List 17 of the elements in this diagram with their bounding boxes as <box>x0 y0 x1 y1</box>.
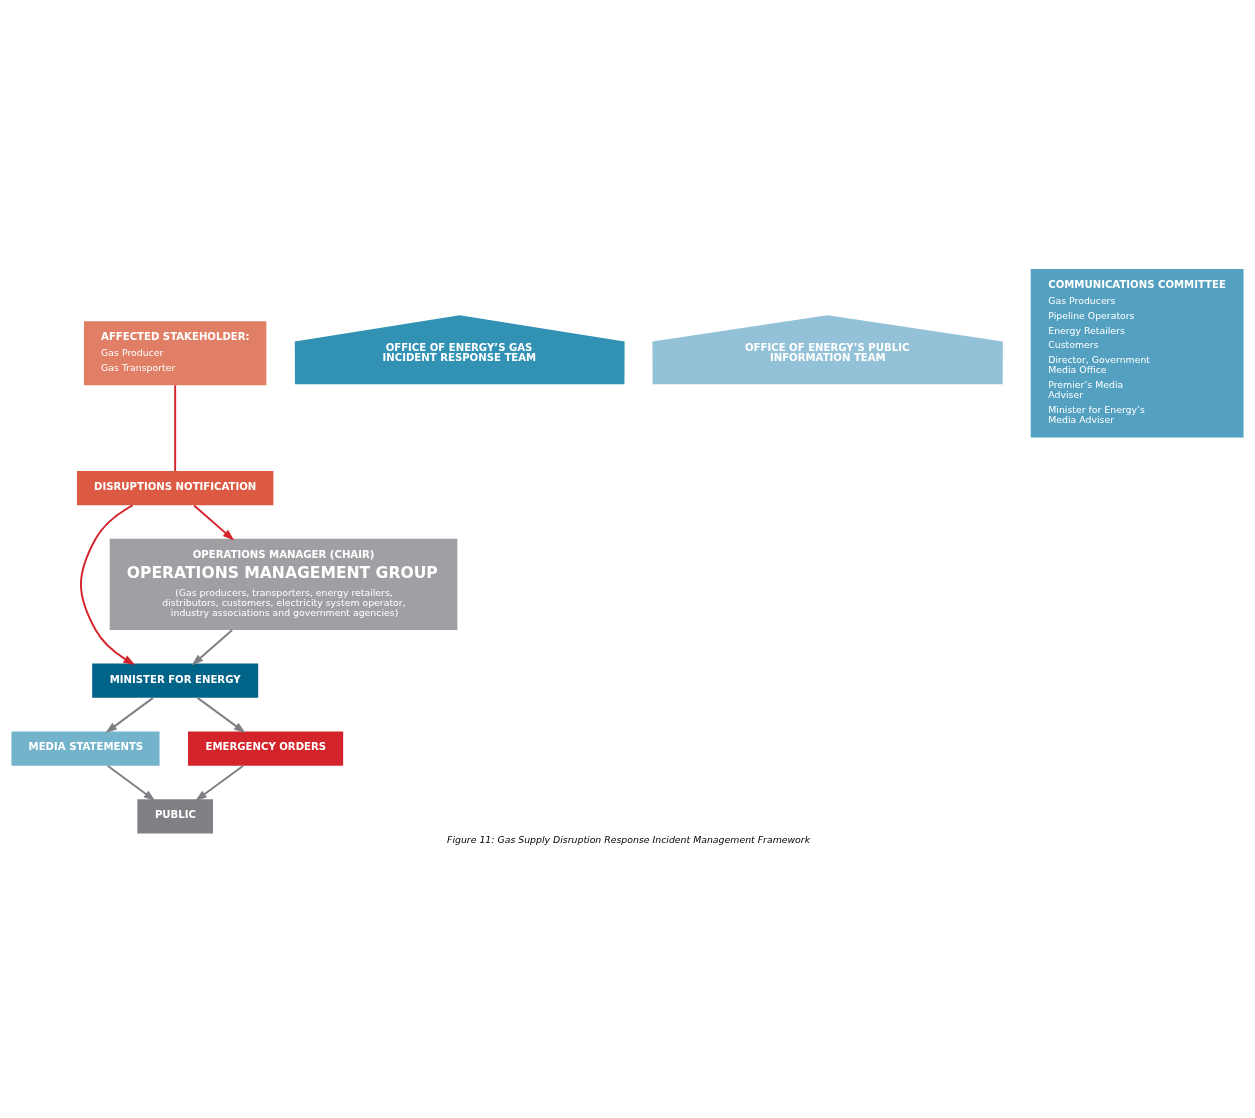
arrow <box>79 503 136 665</box>
node-box: MINISTER FOR ENERGY <box>92 663 259 698</box>
arrow <box>106 764 156 801</box>
caption: Figure 11: Gas Supply Disruption Response Incident Management Framework <box>447 833 811 845</box>
node-box: OPERATIONS MANAGER (CHAIR) OPERATIONS MANAGEMENT GROUP (Gas producers, transporters, energy retailers, distributors, customers, electricity system operator, industry associations and government agencies) <box>109 538 458 630</box>
arrow <box>195 764 245 801</box>
connector <box>174 383 177 472</box>
node-box: AFFECTED STAKEHOLDER: Gas Producer Gas Transporter <box>83 320 267 385</box>
arrow <box>105 696 154 733</box>
node-box: COMMUNICATIONS COMMITTEE Gas Producers Pipeline Operators Energy Retailers Customers Director, Government Media Office Premier’s Media Adviser Minister for Energy’s Media Adviser <box>1030 268 1244 437</box>
arrow <box>191 628 234 665</box>
node-box: DISRUPTIONS NOTIFICATION <box>76 470 274 505</box>
node-box: EMERGENCY ORDERS <box>188 730 344 766</box>
arrow <box>196 696 246 733</box>
node-box: PUBLIC <box>137 798 213 833</box>
node-box: MEDIA STATEMENTS <box>11 730 160 766</box>
arrow <box>193 503 235 541</box>
